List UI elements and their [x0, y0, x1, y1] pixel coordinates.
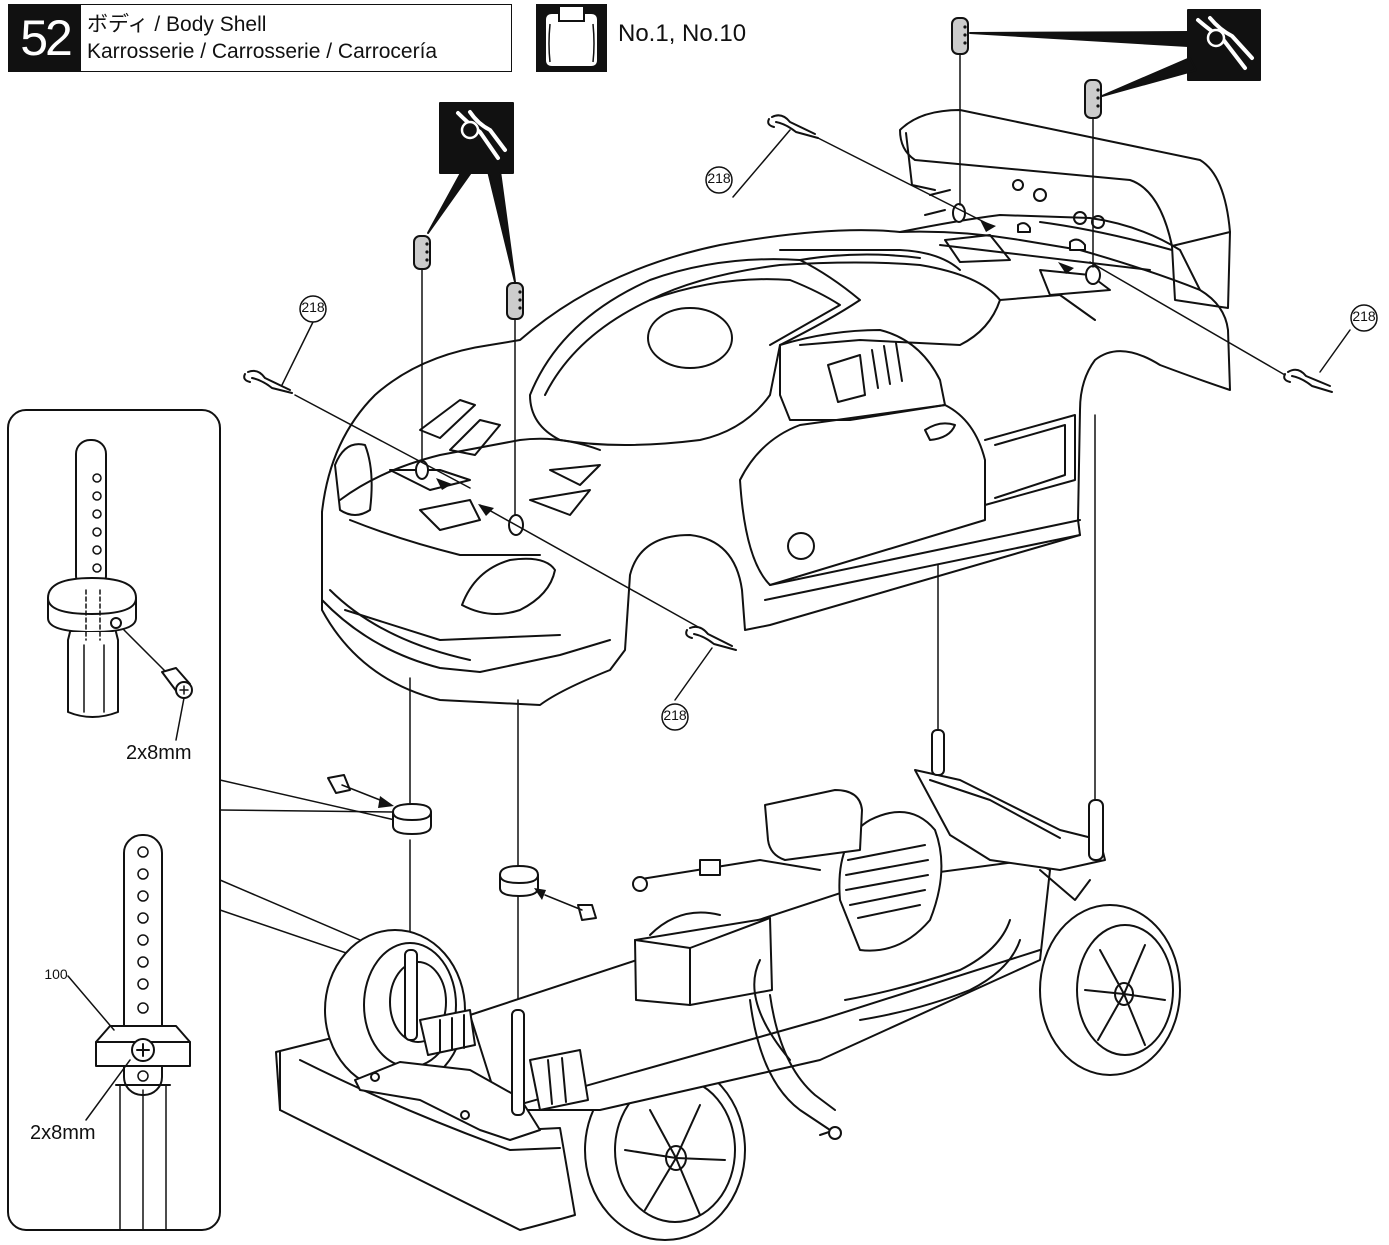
- screw-size-label: 2x8mm: [30, 1122, 96, 1144]
- parts-bag-icon: [536, 4, 607, 72]
- callout-100: 100: [44, 966, 68, 982]
- step-title-line2: Karrosserie / Carrosserie / Carrocería: [87, 40, 438, 63]
- cutting-pliers-icon: [427, 102, 516, 283]
- step-title-line1: ボディ / Body Shell: [87, 13, 267, 36]
- screw-2x8mm: [327, 774, 597, 921]
- rear-wing: [899, 109, 1231, 309]
- chassis: [275, 769, 1181, 1241]
- body-clip: [767, 114, 819, 139]
- body-mount-holes: [415, 203, 1101, 536]
- chassis-body-post: [404, 729, 1104, 1116]
- parts-reference: No.1, No.10: [618, 20, 747, 47]
- callout-218: 218: [707, 170, 731, 186]
- body-shell: [321, 189, 1231, 706]
- body-post-spacer: [392, 803, 539, 897]
- callout-218: 218: [1352, 308, 1376, 324]
- body-clip: [1283, 368, 1333, 393]
- body-clip: [243, 369, 293, 394]
- step-header: 52 ボディ / Body Shell Karrosserie / Carros…: [8, 4, 512, 72]
- cutting-pliers-icon: [969, 9, 1261, 97]
- callout-218: 218: [301, 299, 325, 315]
- step-number: 52: [9, 5, 81, 71]
- clip-guide-lines: [281, 129, 1351, 701]
- body-clip: [685, 625, 737, 651]
- post-guide-lines: [409, 54, 1096, 1011]
- body-post-inset: [7, 409, 221, 1231]
- screw-size-label: 2x8mm: [126, 742, 192, 764]
- callout-218: 218: [663, 707, 687, 723]
